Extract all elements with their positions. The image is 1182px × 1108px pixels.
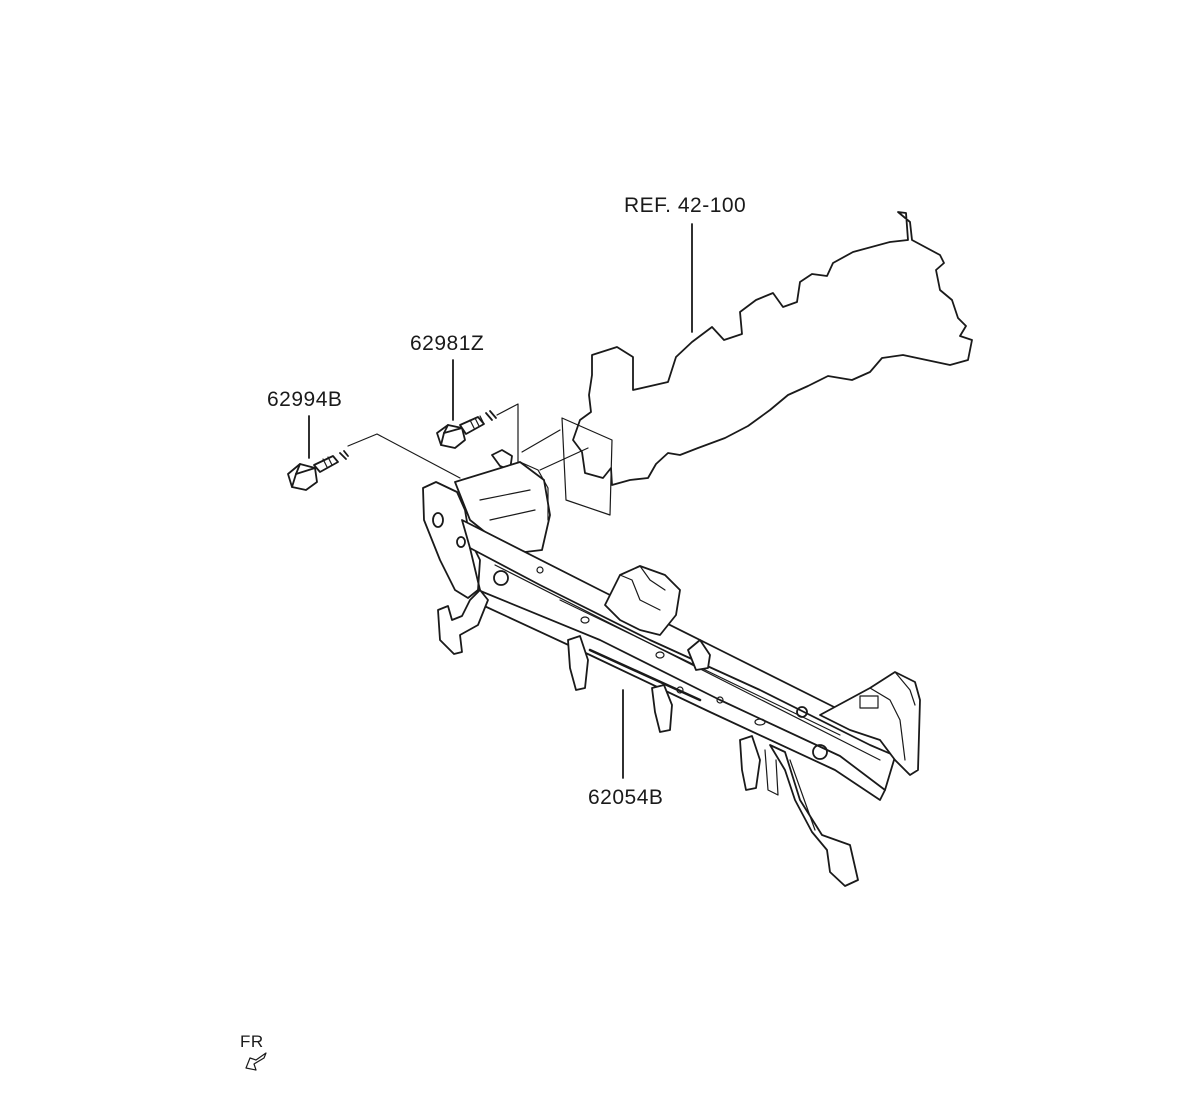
ref-callout-label: REF. 42-100 <box>624 194 747 217</box>
bolt-62981z <box>436 359 497 449</box>
assembly-line-bracket <box>521 429 561 453</box>
part-62981z-label: 62981Z <box>410 332 485 355</box>
front-direction-arrow-icon <box>245 1052 267 1071</box>
crossmember-62054b <box>422 461 921 887</box>
part-62994b-label: 62994B <box>267 388 343 411</box>
transmission-reference-outline <box>561 211 973 516</box>
bolt-62994b <box>287 415 349 491</box>
assembly-line-62994b <box>347 433 461 479</box>
part-62054b-label: 62054B <box>588 786 664 809</box>
bracket-clip <box>491 449 513 471</box>
assembly-line-62981z <box>496 403 519 469</box>
front-direction-label: FR <box>240 1032 264 1051</box>
